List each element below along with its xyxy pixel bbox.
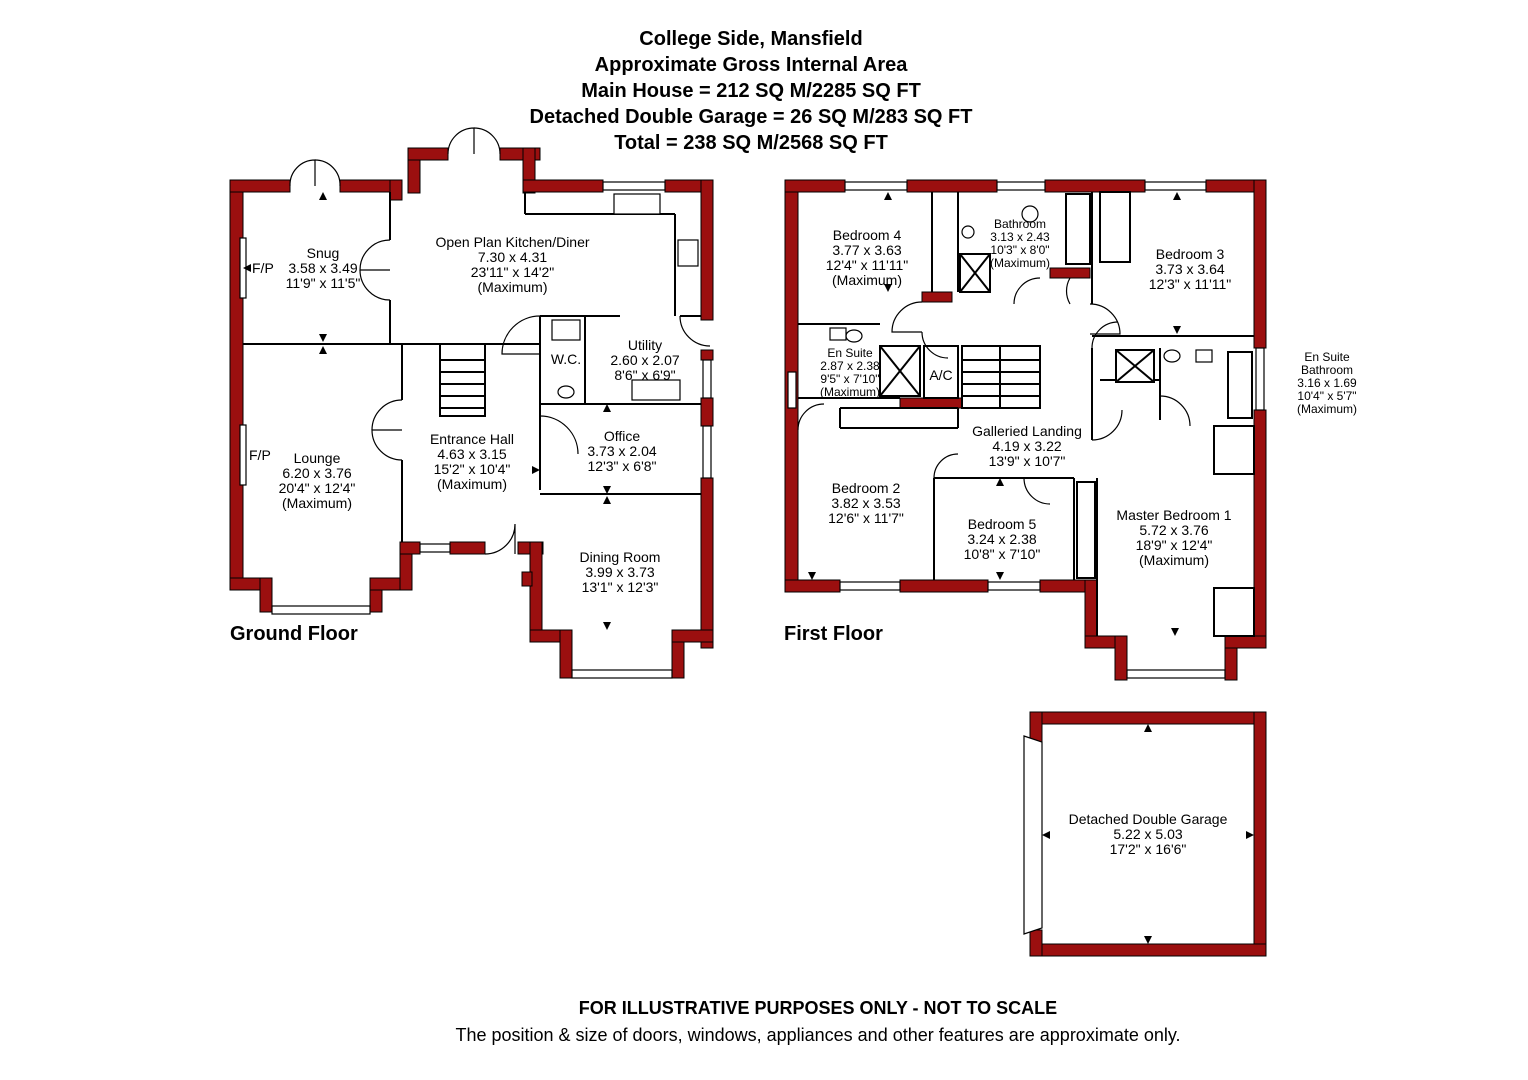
plan-subtitle: Approximate Gross Internal Area [594,54,908,76]
room-dining: Dining Room 3.99 x 3.73 13'1" x 12'3" [579,549,661,595]
room-bedroom-3: Bedroom 3 3.73 x 3.64 12'3" x 11'11" [1148,246,1232,292]
ground-floor-inner-walls [243,192,701,542]
garage-walls [1029,711,1267,957]
room-wc: W.C. [550,351,582,367]
plan-header: College Side, Mansfield Approximate Gros… [0,26,1502,156]
room-snug: Snug 3.58 x 3.49 11'9" x 11'5" [285,245,361,291]
garage-area: Detached Double Garage = 26 SQ M/283 SQ … [529,106,973,128]
room-detached-garage: Detached Double Garage 5.22 x 5.03 17'2"… [1068,811,1228,857]
room-bedroom-4: Bedroom 4 3.77 x 3.63 12'4" x 11'11" (Ma… [825,227,909,288]
dimension-markers [243,192,1254,944]
first-floor-windows [787,181,1265,679]
plan-title: College Side, Mansfield [639,28,863,50]
first-floor-inner-walls [798,191,1255,637]
main-house-area: Main House = 212 SQ M/2285 SQ FT [581,80,921,102]
room-bedroom-2: Bedroom 2 3.82 x 3.53 12'6" x 11'7" [828,480,904,526]
first-floor-doors [797,205,1213,505]
room-master-bedroom: Master Bedroom 1 5.72 x 3.76 18'9" x 12'… [1116,507,1232,568]
room-galleried-landing: Galleried Landing 4.19 x 3.22 13'9" x 10… [972,423,1082,469]
ground-floor-walls [229,147,714,679]
total-area: Total = 238 SQ M/2568 SQ FT [614,132,888,154]
disclaimer-text: The position & size of doors, windows, a… [455,1025,1181,1045]
first-floor-walls [784,179,1267,681]
room-lounge: Lounge 6.20 x 3.76 20'4" x 12'4" (Maximu… [278,450,356,511]
fireplace-lounge: F/P [249,447,271,463]
room-office: Office 3.73 x 2.04 12'3" x 6'8" [587,428,657,474]
ground-floor-doors [289,127,711,555]
gf-wall-north-1 [229,179,291,193]
garage-door [1023,735,1043,935]
disclaimer-heading: FOR ILLUSTRATIVE PURPOSES ONLY - NOT TO … [578,998,1058,1018]
room-en-suite: En Suite 2.87 x 2.38 9'5" x 7'10" (Maxim… [820,346,880,399]
room-entrance-hall: Entrance Hall 4.63 x 3.15 15'2" x 10'4" … [429,431,515,492]
first-floor-label: First Floor [784,623,883,645]
ground-floor-label: Ground Floor [230,623,358,645]
room-ac-cupboard: A/C [929,367,953,383]
fireplace-snug: F/P [252,260,274,276]
room-utility: Utility 2.60 x 2.07 8'6" x 6'9" [610,337,680,383]
room-bathroom: Bathroom 3.13 x 2.43 10'3" x 8'0" (Maxim… [990,217,1050,270]
room-bedroom-5: Bedroom 5 3.24 x 2.38 10'8" x 7'10" [963,516,1041,562]
room-en-suite-bathroom: En Suite Bathroom 3.16 x 1.69 10'4" x 5'… [1297,350,1357,416]
room-kitchen-diner: Open Plan Kitchen/Diner 7.30 x 4.31 23'1… [435,234,590,295]
